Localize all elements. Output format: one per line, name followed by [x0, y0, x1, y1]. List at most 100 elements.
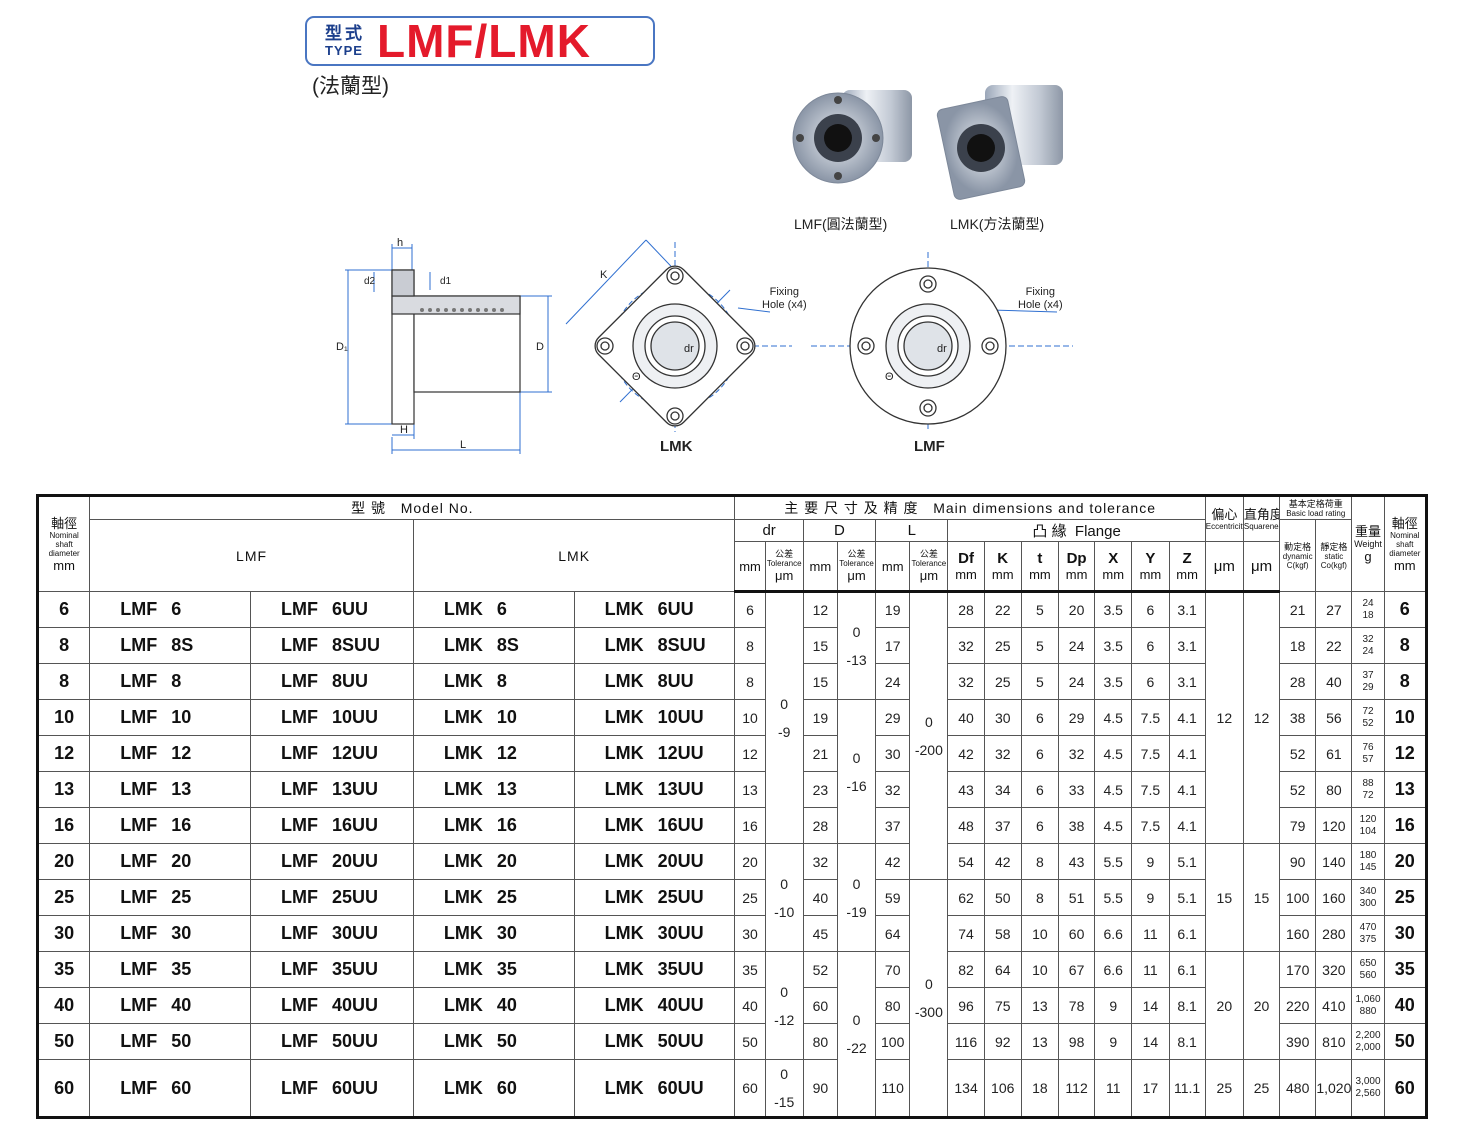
model-size: 60UU — [657, 1077, 704, 1098]
D-tolerance-cell-line: 0 — [852, 624, 861, 640]
Df-cell: 43 — [947, 771, 985, 808]
model-series: LMF — [281, 599, 319, 619]
t-cell: 18 — [1020, 1059, 1059, 1118]
model-series: LMK — [604, 635, 644, 655]
eccentricity-cell: 15 — [1204, 843, 1244, 952]
header-eccentricity: 偏心 Eccentricity — [1204, 495, 1244, 542]
shaft-diameter-cell: 8 — [35, 663, 91, 700]
header-basic-load-rating: 基本定格荷重 Basic load rating — [1279, 495, 1353, 520]
lmf-photo-caption: LMF(圓法蘭型) — [794, 216, 888, 232]
L-cell: 110 — [875, 1059, 911, 1118]
model-size: 40 — [171, 995, 192, 1015]
weight-value: 340 — [1359, 885, 1377, 897]
dynamic-load-cell: 220 — [1279, 987, 1317, 1024]
model-series: LMF — [120, 599, 158, 619]
Dp-cell: 38 — [1057, 807, 1096, 844]
D-tolerance-cell-line: -19 — [846, 903, 867, 920]
weight-value: 24 — [1362, 597, 1374, 609]
shaft-diameter-right-cell: 25 — [1383, 879, 1429, 916]
Z-cell: 3.1 — [1168, 663, 1206, 700]
header-D-mm: mm — [802, 541, 838, 593]
model-series: LMK — [604, 1031, 644, 1051]
static-load-cell: 40 — [1315, 663, 1353, 700]
t-cell: 6 — [1020, 735, 1059, 772]
K-cell: 25 — [983, 627, 1022, 664]
dr-cell: 60 — [734, 1059, 766, 1118]
model-series: LMF — [120, 959, 158, 979]
model-size: 60 — [496, 1077, 517, 1098]
dr-cell: 30 — [734, 915, 766, 952]
model-series: LMF — [281, 887, 319, 907]
Dp-cell: 24 — [1057, 663, 1096, 700]
shaft-diameter-cell: 20 — [35, 843, 91, 880]
model-size: 6 — [496, 599, 507, 619]
model-series: LMK — [604, 671, 644, 691]
t-cell: 6 — [1020, 771, 1059, 808]
static-load-cell: 410 — [1315, 987, 1353, 1024]
model-size: 16 — [496, 815, 517, 835]
model-size: 12UU — [332, 743, 379, 763]
model-series: LMK — [604, 599, 644, 619]
eccentricity-cell: 12 — [1204, 591, 1244, 844]
model-lmf-cell: LMF 6 — [89, 591, 252, 628]
K-cell: 34 — [983, 771, 1022, 808]
Dp-cell: 78 — [1057, 987, 1096, 1024]
model-size: 25UU — [332, 887, 379, 907]
dr-tolerance-cell-line: 0 — [780, 1066, 789, 1082]
weight-value: 104 — [1359, 825, 1377, 837]
model-series: LMF — [281, 995, 319, 1015]
header-model-no: 型 號 Model No. — [89, 495, 736, 520]
weight-value: 18 — [1362, 609, 1374, 621]
type-label-zh: 型式 — [325, 24, 365, 43]
side-view-drawing: h d2 d1 D₁ D H L — [336, 237, 552, 454]
model-size: 6UU — [332, 599, 369, 619]
model-size: 50 — [496, 1031, 517, 1051]
lmk-fixing-line1: Fixing — [769, 286, 799, 298]
K-cell: 58 — [983, 915, 1022, 952]
L-cell: 17 — [875, 627, 911, 664]
model-series: LMK — [443, 923, 483, 943]
dr-cell: 50 — [734, 1023, 766, 1060]
product-subtitle: (法蘭型) — [312, 75, 389, 98]
dr-tolerance-cell-line: -9 — [777, 724, 791, 740]
header-flange: 凸 緣 Flange — [947, 519, 1206, 542]
t-cell: 13 — [1020, 987, 1059, 1024]
model-size: 6UU — [657, 599, 694, 619]
model-series: LMK — [604, 851, 644, 871]
model-size: 8UU — [332, 671, 369, 691]
model-series: LMK — [443, 1031, 483, 1051]
t-cell: 10 — [1020, 915, 1059, 952]
model-size: 8 — [171, 671, 182, 691]
L-cell: 19 — [875, 591, 911, 628]
dim-Df: D₁ — [336, 341, 348, 353]
shaft-diameter-right-cell: 40 — [1383, 987, 1429, 1024]
header-weight: 重量 Weight g — [1351, 495, 1385, 592]
dynamic-load-cell: 52 — [1279, 771, 1317, 808]
L-tolerance-cell-line: 0 — [924, 976, 933, 992]
weight-value: 52 — [1362, 717, 1374, 729]
model-size: 10 — [496, 707, 517, 727]
weight-value: 2,000 — [1355, 1041, 1381, 1053]
shaft-diameter-right-cell: 30 — [1383, 915, 1429, 952]
model-size: 6 — [171, 599, 182, 619]
shaft-diameter-cell: 13 — [35, 771, 91, 808]
Dp-cell: 43 — [1057, 843, 1096, 880]
static-load-cell: 140 — [1315, 843, 1353, 880]
dr-cell: 10 — [734, 699, 766, 736]
X-cell: 9 — [1094, 1023, 1133, 1060]
Dp-cell: 20 — [1057, 591, 1096, 628]
dynamic-load-cell: 100 — [1279, 879, 1317, 916]
model-series: LMF — [120, 707, 158, 727]
model-size: 8UU — [657, 671, 694, 691]
